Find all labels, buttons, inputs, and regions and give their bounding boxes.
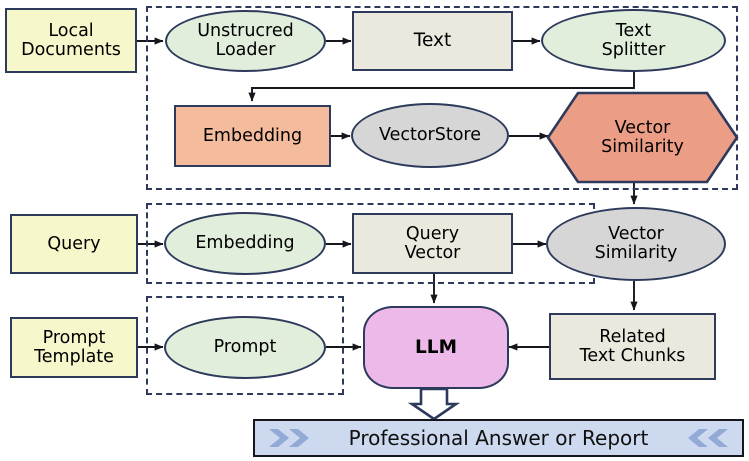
output-banner-label: Professional Answer or Report — [348, 426, 649, 450]
node-related-text-chunks-label: Related Text Chunks — [579, 326, 686, 366]
node-llm[interactable]: LLM — [363, 306, 509, 389]
node-vector-similarity-query-label: Vector Similarity — [594, 224, 678, 263]
node-vector-similarity-doc-label: Vector Similarity — [601, 117, 684, 157]
node-vector-similarity-query[interactable]: Vector Similarity — [546, 207, 726, 281]
node-vectorstore[interactable]: VectorStore — [351, 103, 509, 168]
double-chevron-right-icon — [267, 427, 313, 449]
node-llm-label: LLM — [415, 336, 457, 358]
node-query[interactable]: Query — [10, 214, 138, 274]
node-query-vector-label: Query Vector — [404, 223, 461, 263]
node-unstructured-loader[interactable]: Unstrucred Loader — [165, 10, 326, 72]
node-related-text-chunks[interactable]: Related Text Chunks — [549, 313, 716, 380]
node-text[interactable]: Text — [352, 11, 513, 71]
node-embedding-doc[interactable]: Embedding — [174, 105, 331, 167]
double-chevron-left-icon — [684, 427, 730, 449]
node-query-vector[interactable]: Query Vector — [352, 213, 513, 274]
node-query-label: Query — [47, 233, 101, 254]
node-unstructured-loader-label: Unstrucred Loader — [197, 21, 294, 60]
node-local-documents-label: Local Documents — [21, 20, 121, 60]
node-text-splitter[interactable]: Text Splitter — [541, 9, 726, 72]
node-prompt-label: Prompt — [213, 337, 277, 358]
node-text-label: Text — [413, 30, 452, 52]
llm-to-banner-block-arrow — [407, 387, 461, 421]
node-vectorstore-label: VectorStore — [378, 125, 482, 146]
output-banner[interactable]: Professional Answer or Report — [253, 419, 744, 457]
node-embedding-doc-label: Embedding — [202, 125, 303, 146]
edge-splitter-to-embedding — [248, 72, 635, 102]
node-prompt[interactable]: Prompt — [164, 316, 326, 379]
node-vector-similarity-doc-label-wrap: Vector Similarity — [548, 93, 737, 182]
node-prompt-template-label: Prompt Template — [34, 327, 114, 367]
node-embedding-query[interactable]: Embedding — [164, 212, 326, 275]
node-embedding-query-label: Embedding — [195, 233, 295, 254]
node-prompt-template[interactable]: Prompt Template — [10, 317, 138, 378]
prompt-group-box — [146, 296, 344, 395]
node-text-splitter-label: Text Splitter — [601, 20, 666, 60]
node-local-documents[interactable]: Local Documents — [5, 8, 137, 73]
